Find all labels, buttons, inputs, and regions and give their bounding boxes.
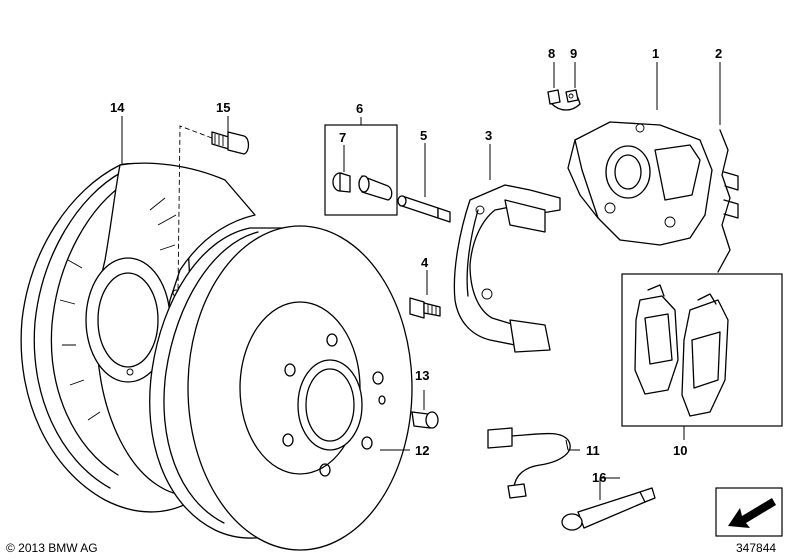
callout-10: 10 — [673, 443, 687, 458]
callout-5: 5 — [420, 128, 427, 143]
callout-15: 15 — [216, 100, 230, 115]
diagram-number: 347844 — [736, 541, 776, 555]
alignment-line — [177, 125, 213, 293]
callout-8: 8 — [548, 46, 555, 61]
callout-12: 12 — [415, 443, 429, 458]
guide-bushing-part[interactable] — [332, 172, 393, 201]
brake-pads-box — [621, 273, 783, 427]
bleeder-cap-part[interactable] — [547, 89, 581, 111]
callout-9: 9 — [570, 46, 577, 61]
brake-wear-sensor-part[interactable] — [487, 427, 571, 499]
guide-pin-kit-box — [324, 124, 398, 216]
callout-2: 2 — [715, 46, 722, 61]
callout-16: 16 — [592, 470, 606, 485]
callout-4: 4 — [421, 255, 429, 270]
callout-3: 3 — [485, 128, 492, 143]
bleeder-valve-part[interactable] — [565, 89, 579, 103]
guide-pin-part[interactable] — [397, 195, 451, 223]
callout-7: 7 — [339, 130, 346, 145]
brake-pad-set-part[interactable] — [634, 284, 729, 417]
bolt-15-part[interactable] — [211, 131, 250, 155]
bolt-4-part[interactable] — [409, 297, 441, 319]
grease-tube-part[interactable] — [561, 487, 656, 531]
callout-13: 13 — [415, 368, 429, 383]
callout-6: 6 — [356, 101, 363, 116]
caliper-carrier-part[interactable] — [453, 184, 561, 353]
callout-1: 1 — [652, 46, 659, 61]
arrow-down-left-icon[interactable] — [715, 487, 783, 537]
brake-caliper-part[interactable] — [567, 121, 713, 246]
bolt-13-part[interactable] — [411, 411, 439, 429]
copyright-text: © 2013 BMW AG — [6, 541, 98, 555]
anti-rattle-spring-part[interactable] — [717, 129, 739, 273]
callout-14: 14 — [110, 100, 125, 115]
brake-disc-part[interactable] — [149, 225, 413, 551]
callout-11: 11 — [586, 443, 600, 458]
